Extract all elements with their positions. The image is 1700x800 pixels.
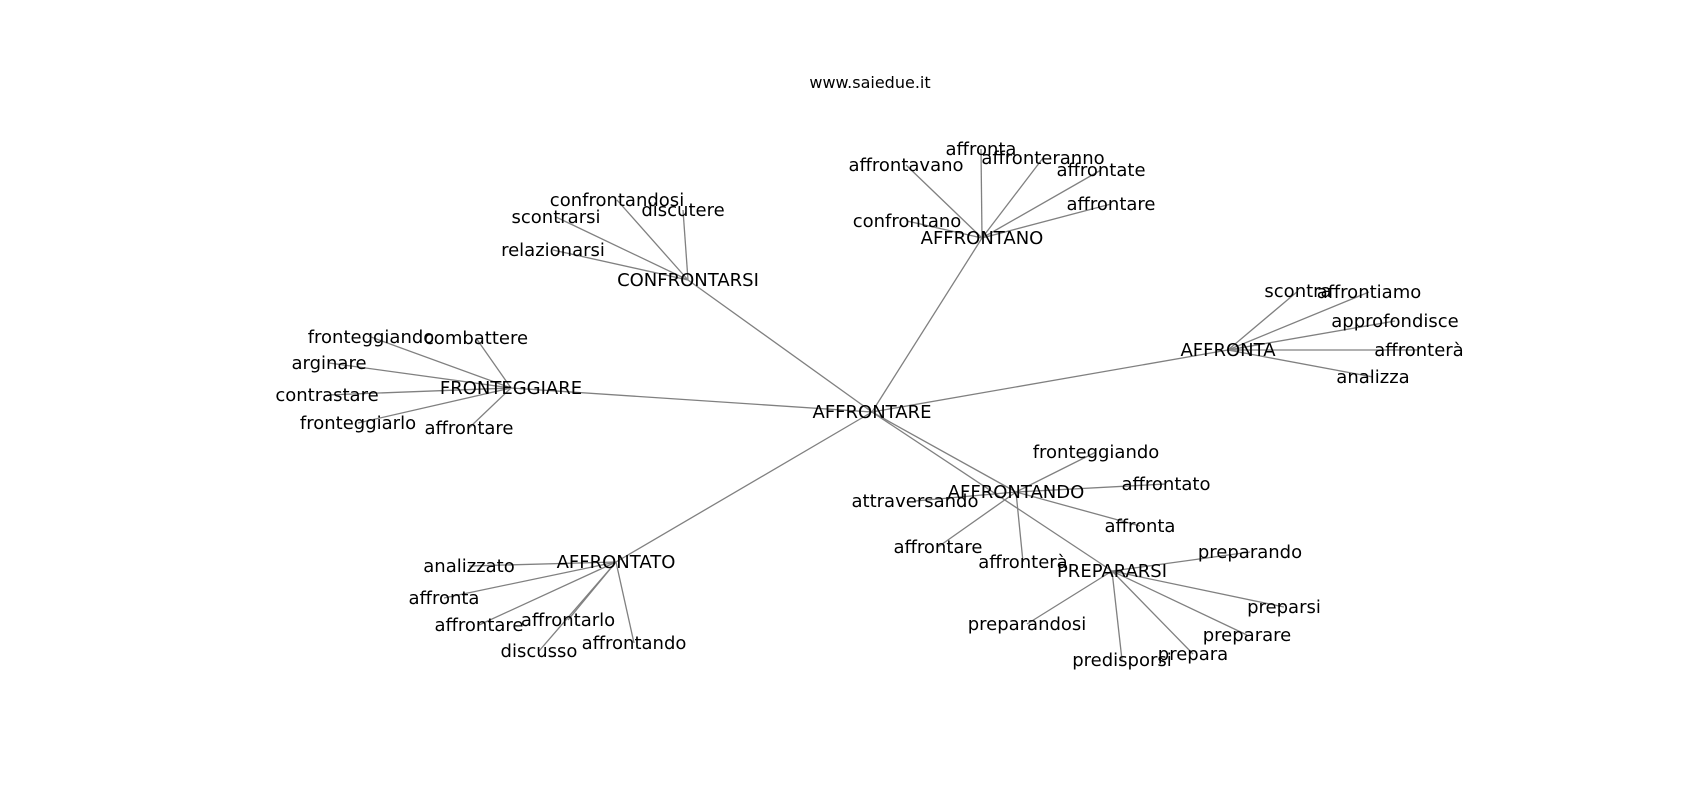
labels-layer: AFFRONTARECONFRONTARSIconfrontandosidisc… [275,139,1463,671]
edge-affrontano-confrontano [906,220,983,239]
edge-prepararsi-preparando [1111,551,1251,572]
node-leaf-analizzato: analizzato [423,556,514,577]
node-leaf-affrontavano: affrontavano [848,155,963,176]
edge-prepararsi-preparare [1111,570,1248,636]
node-leaf-confrontandosi: confrontandosi [550,190,684,211]
node-hub-affrontando: AFFRONTANDO [948,482,1085,503]
edge-affrontando-affrontare [937,491,1017,548]
edge-affrontando-affrontato [1015,483,1167,493]
node-leaf-relazionarsi: relazionarsi [501,240,605,261]
node-leaf-fronteggiando: fronteggiando [1033,442,1160,463]
edge-confrontarsi-scontrarsi [555,216,689,281]
edge-affronta-scontra [1227,290,1299,351]
edge-fronteggiare-contrastare [326,387,512,396]
edge-prepararsi-prepara [1111,570,1194,655]
edge-root-affrontando [871,411,1017,493]
node-leaf-affrontare: affrontare [424,418,513,439]
edge-affrontano-affrontavano [905,164,983,239]
edge-affrontano-affronteranno [981,157,1044,239]
edge-prepararsi-preparsi [1111,570,1285,608]
node-leaf-affronta: affronta [946,139,1017,160]
edge-root-confrontarsi [687,279,873,413]
edge-affrontando-affronta [1015,491,1141,527]
node-hub-confrontarsi: CONFRONTARSI [617,270,759,291]
node-leaf-attraversando: attraversando [852,491,979,512]
edge-confrontarsi-confrontandosi [616,199,689,281]
node-hub-affrontato: AFFRONTATO [557,552,676,573]
edge-prepararsi-preparandosi [1026,570,1113,625]
node-leaf-affrontare: affrontare [1066,194,1155,215]
node-leaf-scontrarsi: scontrarsi [512,207,601,228]
edge-root-affronta [871,349,1229,413]
node-leaf-affrontera: affronterà [978,552,1067,573]
edge-confrontarsi-relazionarsi [552,249,689,281]
node-leaf-combattere: combattere [424,328,528,349]
node-leaf-affrontando: affrontando [582,633,687,654]
edge-affrontando-fronteggiando [1015,451,1097,493]
node-leaf-affrontera: affronterà [1374,340,1463,361]
node-leaf-confrontano: confrontano [853,211,962,232]
node-leaf-affronta: affronta [1105,516,1176,537]
edge-root-affrontano [871,237,983,413]
edge-fronteggiare-fronteggiarlo [357,387,512,424]
node-leaf-affrontiamo: affrontiamo [1317,282,1422,303]
node-leaf-contrastare: contrastare [275,385,378,406]
edge-confrontarsi-discutere [682,209,689,281]
edge-affrontano-affronta [980,148,983,239]
edge-fronteggiare-arginare [328,362,512,389]
edge-prepararsi-predisporsi [1111,570,1123,661]
node-leaf-arginare: arginare [291,353,366,374]
edge-affronta-analizza [1227,349,1374,378]
edge-affrontato-discusso [538,561,617,652]
node-root-affrontare: AFFRONTARE [813,402,932,423]
edge-fronteggiare-fronteggiando [370,336,512,389]
edge-affrontato-analizzato [468,561,617,567]
node-leaf-affrontare: affrontare [434,615,523,636]
edge-fronteggiare-combattere [475,337,512,389]
node-leaf-affrontarlo: affrontarlo [521,610,615,631]
node-hub-affrontano: AFFRONTANO [921,228,1044,249]
edge-affronta-approfondisce [1227,320,1396,351]
node-leaf-fronteggiarlo: fronteggiarlo [300,413,416,434]
node-leaf-preparsi: preparsi [1247,597,1321,618]
node-leaf-predisporsi: predisporsi [1072,650,1172,671]
node-leaf-fronteggiando: fronteggiando [308,327,435,348]
node-hub-prepararsi: PREPARARSI [1057,561,1167,582]
node-leaf-prepara: prepara [1158,644,1228,665]
edge-affronta-affrontiamo [1227,291,1370,351]
node-leaf-discutere: discutere [641,200,724,221]
edge-root-prepararsi [871,411,1113,572]
node-leaf-affronteranno: affronteranno [981,148,1104,169]
edge-affrontato-affrontando [615,561,635,644]
edge-affrontando-attraversando [914,491,1017,502]
node-leaf-affrontate: affrontate [1056,160,1145,181]
node-leaf-preparando: preparando [1198,542,1302,563]
node-leaf-preparare: preparare [1203,625,1291,646]
edge-fronteggiare-affrontare [468,387,512,429]
node-leaf-affronta: affronta [409,588,480,609]
node-hub-fronteggiare: FRONTEGGIARE [440,378,582,399]
edges-layer [326,148,1419,661]
edge-affrontato-affronta [443,561,617,599]
edge-root-affrontato [615,411,873,563]
edge-affrontano-affrontare [981,203,1112,239]
site-label: www.saiedue.it [809,73,930,92]
edge-root-fronteggiare [510,387,873,413]
node-leaf-affrontato: affrontato [1121,474,1210,495]
edge-affrontano-affrontate [981,169,1102,239]
node-leaf-affrontare: affrontare [893,537,982,558]
edge-affrontando-affrontera [1015,491,1024,563]
node-leaf-analizza: analizza [1336,367,1409,388]
node-leaf-approfondisce: approfondisce [1331,311,1458,332]
edge-affrontato-affrontare [478,561,617,626]
node-leaf-preparandosi: preparandosi [968,614,1087,635]
node-hub-affronta: AFFRONTA [1180,340,1276,361]
node-leaf-scontra: scontra [1264,281,1331,302]
node-leaf-discusso: discusso [501,641,578,662]
